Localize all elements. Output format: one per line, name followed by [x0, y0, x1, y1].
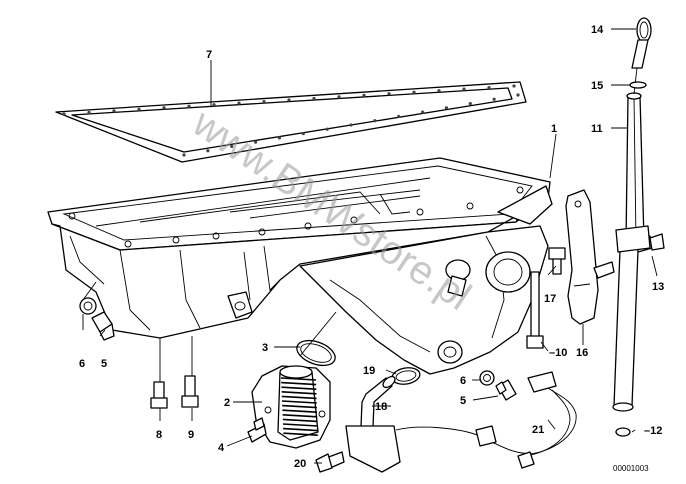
gasket-hole — [62, 112, 66, 116]
bolt-9 — [181, 375, 199, 408]
gasket-hole — [512, 84, 516, 88]
bolt-10 — [526, 271, 544, 349]
gasket-hole — [287, 98, 291, 102]
gasket-hole — [373, 119, 377, 123]
strainer-mesh-line — [282, 409, 318, 413]
callout-2: 2 — [224, 397, 230, 409]
oil-pan-lower-sump — [299, 185, 553, 375]
gasket-hole — [492, 97, 496, 101]
callout-5-right: 5 — [460, 395, 466, 407]
callout-16: 16 — [576, 347, 588, 359]
gasket-hole — [253, 140, 258, 144]
gasket-hole — [277, 136, 282, 140]
callout-20: 20 — [294, 458, 306, 470]
gasket-ring-12 — [615, 427, 631, 437]
callout-9: 9 — [188, 429, 194, 441]
gasket-hole — [237, 101, 241, 105]
gasket-hole — [325, 127, 329, 131]
gasket-hole — [87, 110, 91, 115]
callout-15: 15 — [591, 80, 603, 92]
callout-5-left: 5 — [101, 358, 107, 370]
callout-6-right: 6 — [460, 375, 466, 387]
gasket-hole — [349, 123, 353, 127]
strainer-mesh-line — [281, 395, 317, 400]
gasket-hole — [187, 104, 191, 108]
gasket-hole — [112, 109, 116, 113]
sealing-ring-left — [79, 297, 97, 315]
gasket-hole — [437, 89, 441, 93]
callout-21: 21 — [532, 424, 544, 436]
gasket-bolt-holes — [62, 84, 520, 157]
gasket-hole — [444, 106, 449, 110]
callout-11: 11 — [591, 123, 603, 135]
bracket — [565, 189, 615, 325]
callout-12: –12 — [644, 425, 662, 437]
leader-lines — [82, 28, 658, 464]
o-ring — [296, 339, 336, 367]
bolt-8 — [150, 381, 168, 409]
callout-18: 18 — [375, 401, 387, 413]
strainer-mesh-line — [281, 400, 317, 404]
gasket-hole — [212, 103, 216, 107]
gasket-hole — [137, 107, 141, 111]
oil-strainer — [251, 365, 331, 449]
gasket-hole — [462, 87, 466, 91]
gasket-hole — [468, 101, 472, 106]
gasket-hole — [516, 93, 520, 97]
strainer-mesh-line — [283, 432, 318, 436]
gasket-hole — [420, 110, 425, 114]
gasket-hole — [230, 144, 234, 149]
strainer-mesh-line — [281, 386, 317, 390]
callout-7: 7 — [206, 49, 212, 61]
oil-pan-gasket — [55, 81, 527, 163]
gasket-ring-19 — [391, 367, 421, 385]
dipstick-guide-tube — [612, 92, 651, 412]
sealing-ring-right — [479, 370, 495, 386]
drain-plug-right — [495, 379, 517, 401]
gasket-hole — [337, 95, 341, 99]
suction-pipe — [345, 375, 401, 473]
o-ring-15 — [629, 81, 647, 89]
drain-plug-left — [91, 311, 115, 341]
callout-14: 14 — [591, 24, 604, 36]
strainer-mesh-line — [282, 414, 318, 418]
gasket-hole — [182, 153, 186, 157]
gasket-hole — [301, 131, 305, 136]
gasket-hole — [362, 93, 366, 97]
callout-6-left: 6 — [79, 358, 85, 370]
oil-level-sensor-cable — [395, 371, 577, 469]
gasket-hole — [487, 85, 491, 90]
strainer-mesh — [280, 377, 318, 436]
gasket-hole — [412, 90, 416, 94]
bolt-4 — [247, 417, 267, 443]
strainer-mesh-line — [282, 404, 317, 409]
strainer-mesh-line — [283, 427, 318, 432]
callout-1: 1 — [551, 123, 557, 135]
gasket-hole — [206, 149, 210, 153]
gasket-hole — [312, 96, 316, 101]
reference-code: 00001003 — [613, 464, 649, 473]
strainer-mesh-line — [281, 381, 317, 386]
dipstick — [631, 17, 652, 95]
bolt-20 — [315, 451, 345, 473]
callout-3: 3 — [262, 342, 268, 354]
oil-pan-upper — [47, 157, 551, 339]
callout-8: 8 — [156, 429, 162, 441]
gasket-hole — [262, 99, 266, 104]
callout-19: 19 — [363, 365, 375, 377]
strainer-mesh-line — [281, 391, 317, 395]
gasket-hole — [387, 92, 391, 96]
callout-10: –10 — [549, 347, 567, 359]
gasket-hole — [397, 114, 401, 119]
callout-13: 13 — [652, 281, 664, 293]
callout-labels: 7 1 3 2 4 6 5 8 9 20 19 18 6 5 –10 17 16… — [79, 24, 664, 473]
gasket-hole — [162, 106, 166, 110]
callout-17: 17 — [544, 293, 556, 305]
callout-4: 4 — [218, 442, 225, 454]
bolt-17 — [548, 247, 566, 275]
strainer-mesh-line — [280, 377, 317, 381]
strainer-mesh-line — [282, 418, 318, 423]
strainer-mesh-line — [282, 423, 318, 427]
